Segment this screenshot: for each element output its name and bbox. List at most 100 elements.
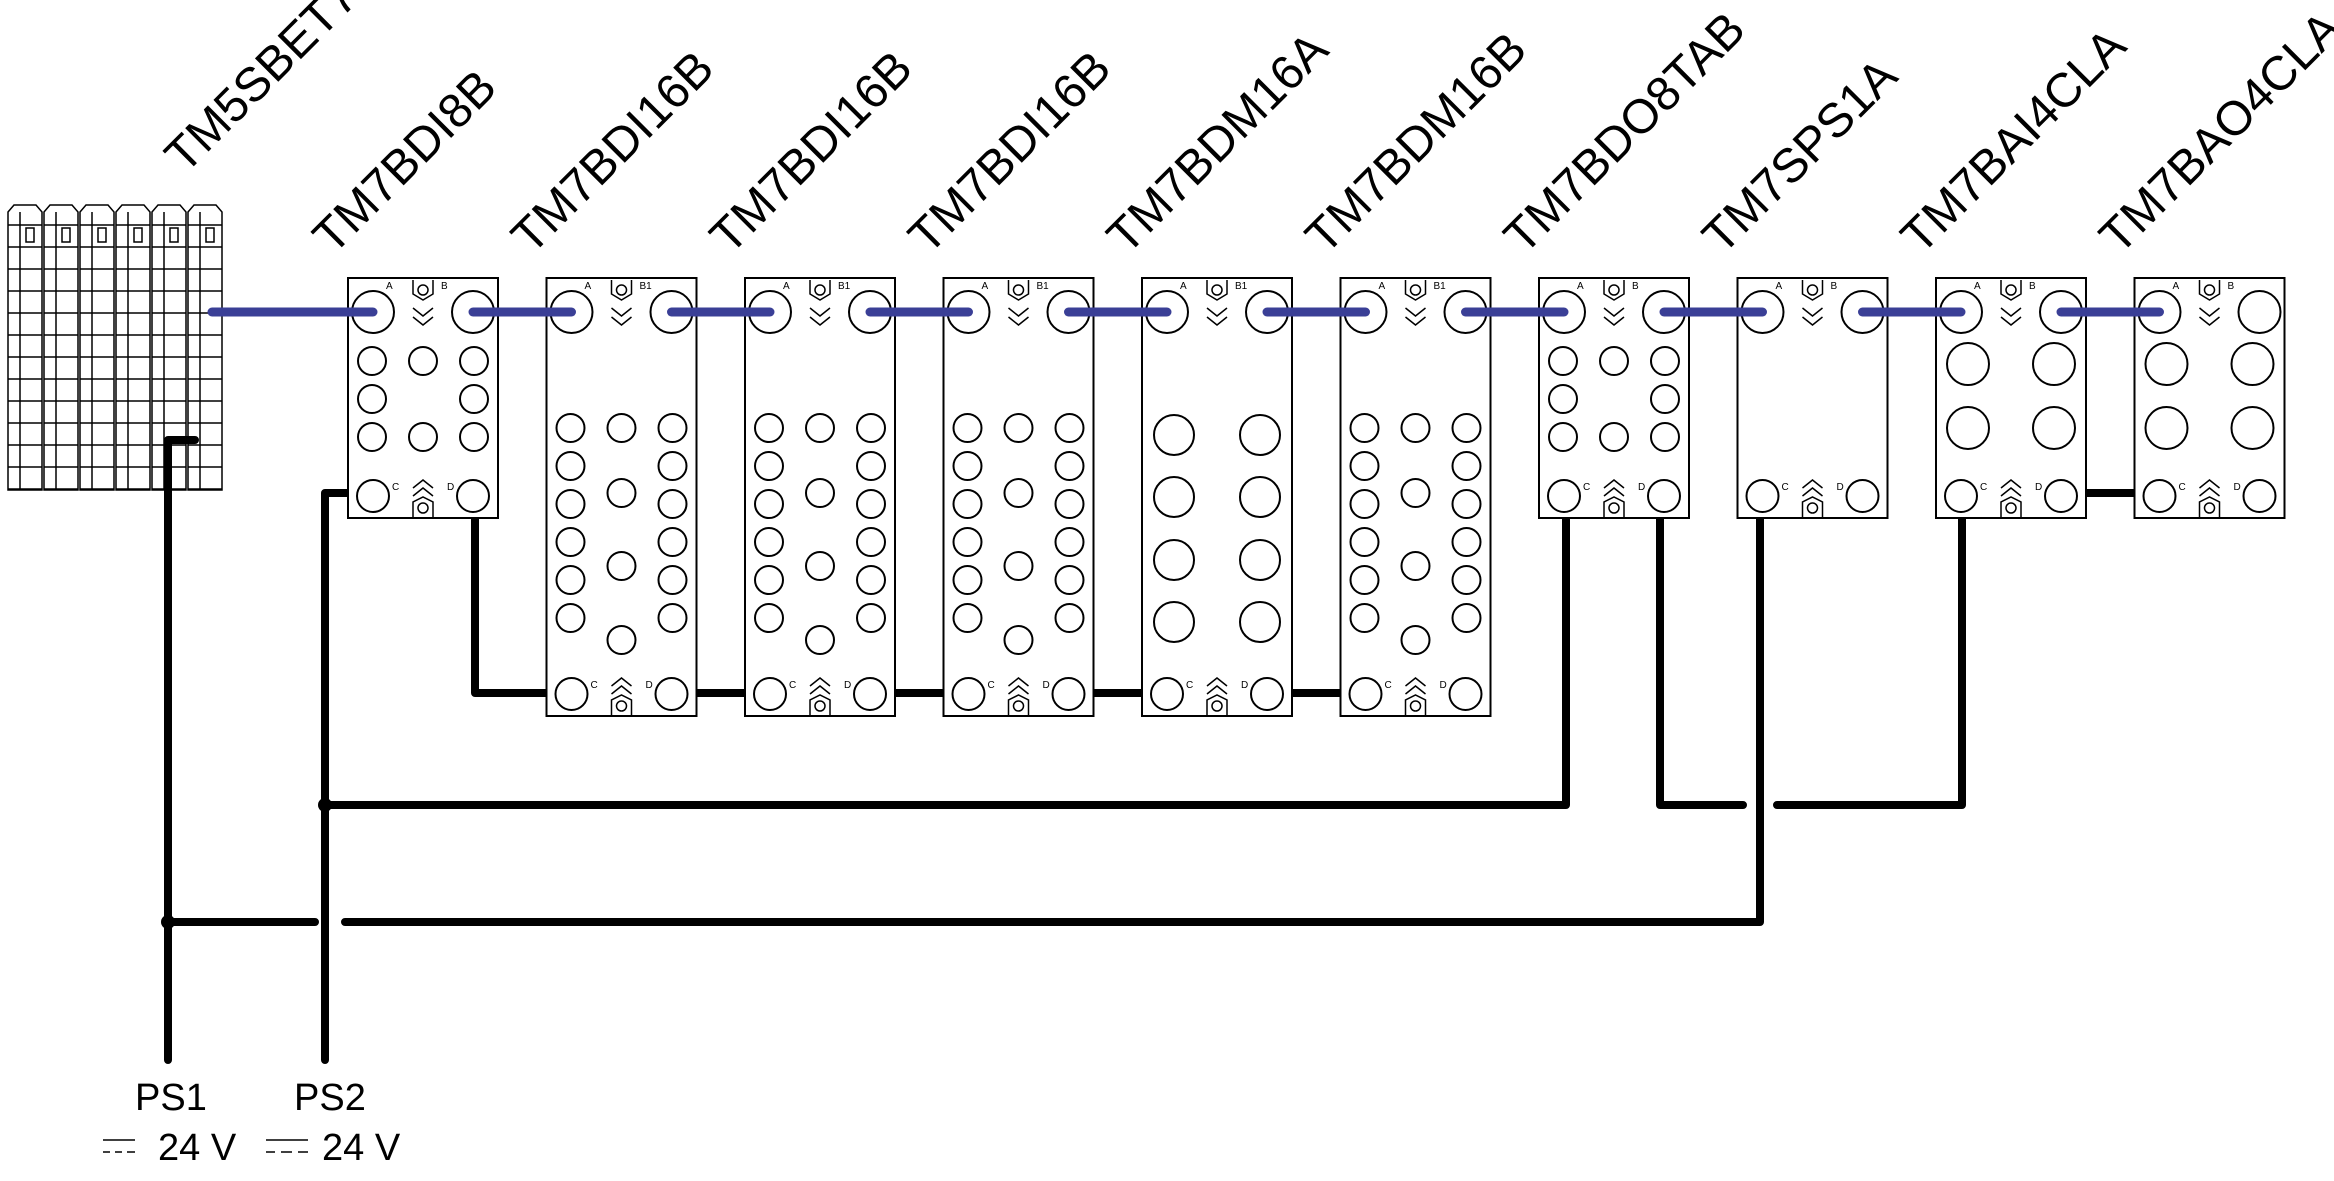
dc-symbol-icon bbox=[266, 1139, 308, 1153]
io-connector bbox=[2230, 406, 2275, 450]
power-port-c bbox=[1150, 677, 1184, 711]
port-letter-c: C bbox=[988, 680, 995, 691]
io-connector bbox=[1003, 625, 1034, 655]
io-connector bbox=[1239, 539, 1281, 581]
io-connector bbox=[805, 413, 835, 443]
io-connector bbox=[754, 451, 784, 481]
io-connector bbox=[1451, 413, 1482, 443]
io-connector bbox=[459, 384, 489, 414]
io-connector bbox=[657, 413, 688, 443]
io-connector bbox=[952, 527, 983, 557]
power-port-c bbox=[554, 677, 589, 711]
io-connector bbox=[856, 603, 886, 633]
io-connector bbox=[1946, 342, 1990, 386]
io-connector bbox=[1153, 414, 1195, 456]
terminal-slice bbox=[7, 204, 43, 491]
io-connector bbox=[1548, 422, 1578, 452]
io-connector bbox=[357, 346, 387, 376]
io-connector bbox=[2032, 342, 2076, 386]
port-letter-c: C bbox=[1583, 482, 1590, 493]
port-letter-d: D bbox=[2234, 482, 2241, 493]
ps2-to-bdi8-wire bbox=[321, 489, 374, 1064]
port-letter-c: C bbox=[1782, 482, 1789, 493]
port-letter-b: B bbox=[2228, 281, 2235, 292]
io-connectors bbox=[1153, 414, 1281, 643]
port-letter-a: A bbox=[1974, 281, 1981, 292]
io-connector bbox=[856, 527, 886, 557]
port-letter-a: A bbox=[585, 281, 592, 292]
port-letter-a: A bbox=[1776, 281, 1783, 292]
io-connector bbox=[606, 413, 637, 443]
ps1-to-head-wire bbox=[164, 436, 199, 1064]
io-connector bbox=[1650, 346, 1680, 376]
io-connector bbox=[606, 478, 637, 508]
tm5sbet7-head-module: TM5SBET7 bbox=[7, 0, 368, 491]
io-connector bbox=[357, 422, 387, 452]
io-connector bbox=[555, 603, 586, 633]
io-connector bbox=[1650, 422, 1680, 452]
io-connectors bbox=[357, 346, 489, 452]
io-connector bbox=[1400, 478, 1431, 508]
port-letter-d: D bbox=[1241, 680, 1248, 691]
io-connector bbox=[754, 489, 784, 519]
power-port-d bbox=[2044, 479, 2078, 513]
io-connector bbox=[408, 422, 438, 452]
io-connectors bbox=[555, 413, 688, 655]
port-letter-d: D bbox=[447, 482, 454, 493]
port-letter-b: B1 bbox=[1434, 281, 1447, 292]
ps1-junction bbox=[161, 915, 175, 929]
io-connector bbox=[856, 489, 886, 519]
port-letter-b: B1 bbox=[1037, 281, 1050, 292]
terminal-slice bbox=[79, 204, 115, 491]
tm5sbet7-label: TM5SBET7 bbox=[155, 0, 368, 183]
power-port-d bbox=[853, 677, 887, 711]
io-connector bbox=[754, 527, 784, 557]
io-connector bbox=[1349, 527, 1380, 557]
power-port-d bbox=[2242, 479, 2277, 513]
io-connector bbox=[1650, 384, 1680, 414]
io-connector bbox=[657, 451, 688, 481]
ps1-voltage: 24 V bbox=[158, 1127, 237, 1169]
power-port-d bbox=[654, 677, 689, 711]
io-connector bbox=[1451, 489, 1482, 519]
io-connector bbox=[1153, 539, 1195, 581]
port-letter-a: A bbox=[982, 281, 989, 292]
terminal-slice bbox=[187, 204, 223, 491]
io-connector bbox=[555, 413, 586, 443]
port-letter-d: D bbox=[646, 680, 653, 691]
io-connector bbox=[1054, 565, 1085, 595]
io-connector bbox=[555, 451, 586, 481]
port-letter-d: D bbox=[1043, 680, 1050, 691]
port-letter-a: A bbox=[1180, 281, 1187, 292]
port-letter-c: C bbox=[1186, 680, 1193, 691]
port-letter-c: C bbox=[1385, 680, 1392, 691]
io-connector bbox=[1548, 346, 1578, 376]
io-connector bbox=[657, 489, 688, 519]
port-letter-d: D bbox=[1440, 680, 1447, 691]
io-connector bbox=[805, 551, 835, 581]
module-label: TM7BAO4CLA bbox=[2090, 2, 2334, 264]
power-port-c bbox=[1547, 479, 1581, 513]
io-connectors bbox=[1349, 413, 1482, 655]
io-connector bbox=[1349, 565, 1380, 595]
io-connector bbox=[856, 413, 886, 443]
port-letter-b: B1 bbox=[640, 281, 653, 292]
io-connector bbox=[2144, 406, 2189, 450]
io-connector bbox=[1349, 451, 1380, 481]
power-port-c bbox=[1745, 479, 1780, 513]
port-letter-b: B1 bbox=[838, 281, 851, 292]
io-connector bbox=[754, 565, 784, 595]
io-connector bbox=[2032, 406, 2076, 450]
io-connector bbox=[1451, 451, 1482, 481]
io-connector bbox=[1054, 489, 1085, 519]
io-connector bbox=[555, 527, 586, 557]
power-port-d bbox=[1845, 479, 1880, 513]
